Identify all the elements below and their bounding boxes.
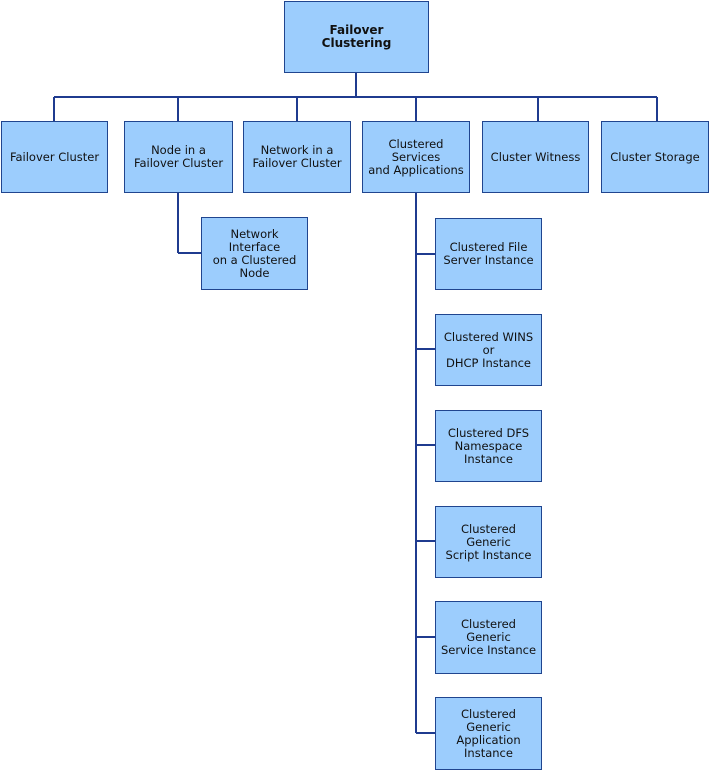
- node-label: Clustered Generic Service Instance: [440, 617, 537, 657]
- node-clustered-generic-service-instance: Clustered Generic Service Instance: [435, 601, 542, 674]
- node-label: Clustered DFS Namespace Instance: [447, 425, 530, 466]
- node-cluster-storage: Cluster Storage: [601, 121, 709, 193]
- node-network-in-failover-cluster: Network in a Failover Cluster: [243, 121, 351, 193]
- node-label: Cluster Storage: [610, 149, 700, 164]
- node-clustered-generic-script-instance: Clustered Generic Script Instance: [435, 506, 542, 578]
- node-node-in-failover-cluster: Node in a Failover Cluster: [124, 121, 233, 193]
- node-clustered-wins-dhcp-instance: Clustered WINS or DHCP Instance: [435, 314, 542, 386]
- node-label: Network in a Failover Cluster: [252, 143, 342, 170]
- node-failover-clustering: Failover Clustering: [284, 1, 429, 73]
- node-network-interface-on-clustered-node: Network Interface on a Clustered Node: [201, 217, 308, 290]
- node-label: Clustered WINS or DHCP Instance: [443, 329, 534, 370]
- node-label: Clustered Generic Script Instance: [445, 521, 532, 562]
- node-label: Clustered File Server Instance: [443, 240, 534, 267]
- node-clustered-services-and-applications: Clustered Services and Applications: [362, 121, 470, 193]
- node-label: Clustered Services and Applications: [368, 136, 464, 177]
- node-clustered-dfs-namespace-instance: Clustered DFS Namespace Instance: [435, 410, 542, 482]
- node-cluster-witness: Cluster Witness: [482, 121, 589, 193]
- node-label: Clustered Generic Application Instance: [456, 706, 521, 760]
- node-label: Cluster Witness: [490, 149, 581, 164]
- node-label: Failover Cluster: [9, 149, 100, 164]
- node-failover-cluster: Failover Cluster: [1, 121, 108, 193]
- node-label: Node in a Failover Cluster: [133, 143, 224, 170]
- node-label: Network Interface on a Clustered Node: [212, 226, 297, 280]
- node-clustered-file-server-instance: Clustered File Server Instance: [435, 218, 542, 290]
- node-label: Failover Clustering: [321, 23, 392, 50]
- node-clustered-generic-application-instance: Clustered Generic Application Instance: [435, 697, 542, 770]
